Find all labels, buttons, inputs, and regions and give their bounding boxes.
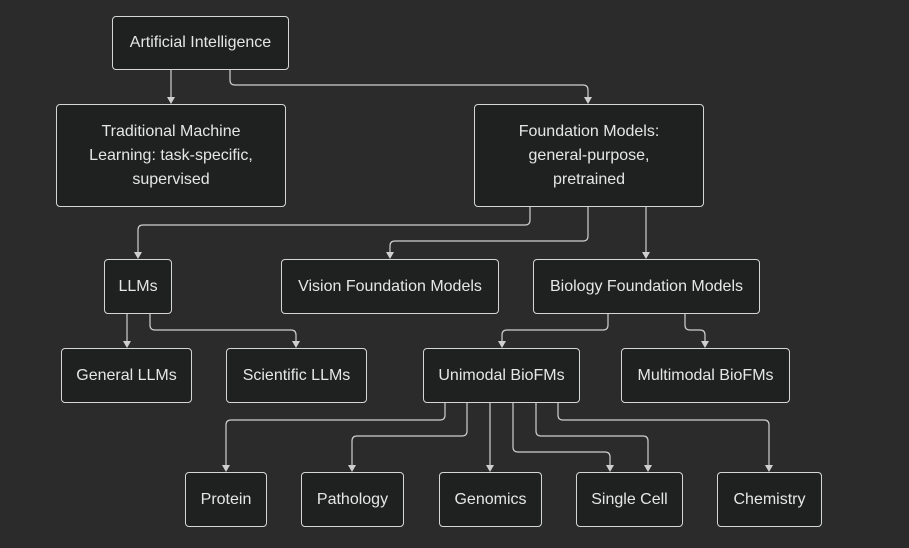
node-scientific-llms[interactable]: Scientific LLMs — [226, 348, 367, 403]
edge-ai-to-foundation-models — [229, 70, 589, 98]
node-label: Biology Foundation Models — [549, 277, 743, 295]
node-label: Unimodal BioFMs — [438, 366, 565, 384]
node-label: Pathology — [316, 490, 389, 508]
arrowhead-icon — [222, 465, 230, 472]
node-label: Protein — [200, 490, 252, 508]
node-label: Traditional Machine Learning: task-speci… — [89, 122, 253, 188]
node-label: Vision Foundation Models — [298, 277, 482, 295]
node-label: General LLMs — [76, 366, 177, 384]
arrowhead-icon — [386, 252, 394, 259]
node-genomics[interactable]: Genomics — [439, 472, 542, 527]
node-vision-foundation-models[interactable]: Vision Foundation Models — [281, 259, 499, 314]
node-chemistry[interactable]: Chemistry — [717, 472, 822, 527]
arrowhead-icon — [486, 465, 494, 472]
node-pathology[interactable]: Pathology — [301, 472, 404, 527]
node-label: Chemistry — [733, 490, 806, 508]
node-label: Artificial Intelligence — [129, 34, 272, 51]
node-single-cell[interactable]: Single Cell — [576, 472, 683, 527]
edge-llms-to-scientific — [149, 314, 297, 342]
arrowhead-icon — [701, 341, 709, 348]
arrowhead-icon — [167, 97, 175, 104]
node-protein[interactable]: Protein — [185, 472, 267, 527]
node-artificial-intelligence[interactable]: Artificial Intelligence — [112, 16, 289, 70]
node-label: LLMs — [118, 277, 158, 295]
arrowhead-icon — [584, 97, 592, 104]
arrowhead-icon — [498, 341, 506, 348]
arrowhead-icon — [134, 252, 142, 259]
edge-foundation-to-llms — [137, 207, 531, 253]
node-label: Multimodal BioFMs — [637, 366, 774, 384]
node-foundation-models[interactable]: Foundation Models: general-purpose, pret… — [474, 104, 704, 207]
node-general-llms[interactable]: General LLMs — [61, 348, 192, 403]
node-label: Foundation Models: general-purpose, pret… — [518, 122, 660, 188]
arrowhead-icon — [292, 341, 300, 348]
edge-unimodal-to-single-cell-a — [512, 403, 611, 466]
arrowhead-icon — [348, 465, 356, 472]
node-label: Genomics — [454, 490, 527, 508]
edge-foundation-to-vision — [389, 207, 589, 253]
node-multimodal-biofms[interactable]: Multimodal BioFMs — [621, 348, 790, 403]
arrowhead-icon — [606, 465, 614, 472]
arrowhead-icon — [765, 465, 773, 472]
node-label: Single Cell — [591, 490, 668, 508]
edge-biology-to-unimodal — [501, 314, 609, 342]
edge-biology-to-multimodal — [684, 314, 706, 342]
node-biology-foundation-models[interactable]: Biology Foundation Models — [533, 259, 760, 314]
node-llms[interactable]: LLMs — [104, 259, 172, 314]
node-label: Scientific LLMs — [242, 366, 351, 384]
node-traditional-machine-learning[interactable]: Traditional Machine Learning: task-speci… — [56, 104, 286, 207]
edge-unimodal-to-single-cell-b — [535, 403, 649, 466]
arrowhead-icon — [642, 252, 650, 259]
edge-unimodal-to-pathology — [351, 403, 468, 466]
node-unimodal-biofms[interactable]: Unimodal BioFMs — [423, 348, 580, 403]
arrowhead-icon — [644, 465, 652, 472]
arrowhead-icon — [123, 341, 131, 348]
edge-unimodal-to-protein — [225, 403, 446, 466]
edge-unimodal-to-chemistry — [557, 403, 770, 466]
